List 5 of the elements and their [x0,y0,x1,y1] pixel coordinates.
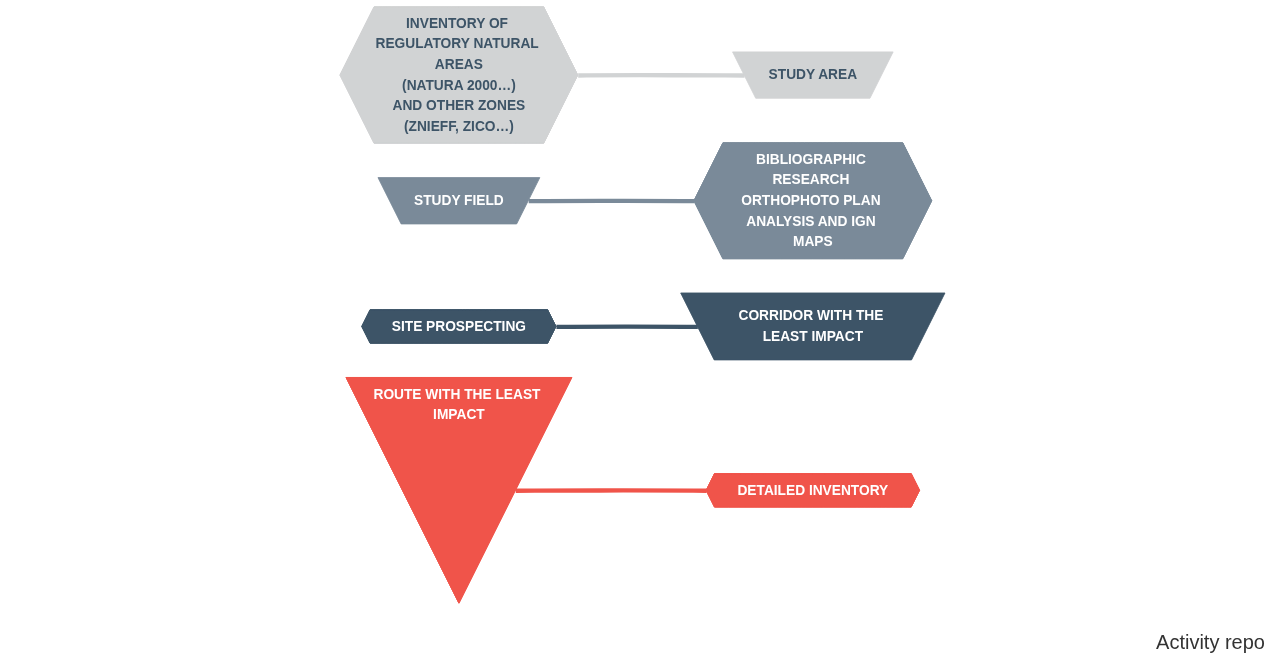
page-footer-text: Activity repo [1156,631,1265,654]
connector [515,488,707,493]
connector [578,73,745,78]
connector [528,198,695,204]
connector [556,324,698,330]
